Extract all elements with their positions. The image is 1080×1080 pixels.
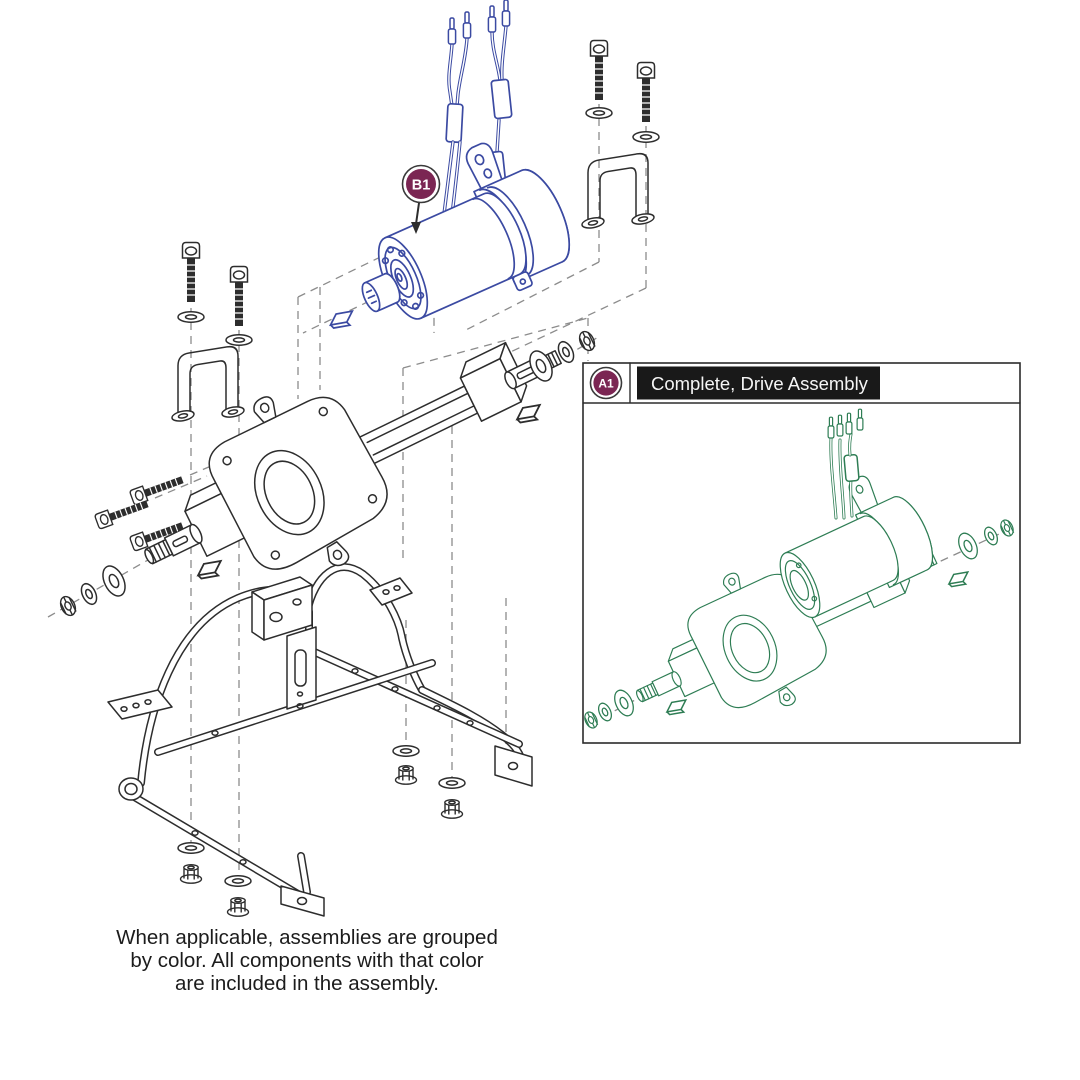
flange-nut-icon	[440, 799, 464, 819]
washer-icon	[392, 745, 420, 757]
screw-icon	[128, 471, 186, 506]
screw-icon	[229, 265, 249, 327]
motor-key-icon	[326, 307, 358, 333]
inset-complete-assembly: Complete, Drive Assembly A1	[581, 362, 1021, 744]
frame-right-wing-tab	[369, 577, 413, 606]
a1-badge-label: A1	[598, 377, 614, 391]
axle-nut-icon	[575, 328, 599, 354]
color-grouping-caption: When applicable, assemblies are grouped …	[116, 926, 498, 995]
wire-terminal-icon	[487, 5, 497, 33]
axle-nut-icon	[56, 593, 80, 619]
frame-axle-saddle	[251, 576, 317, 710]
frame-tube-end-cap	[118, 777, 144, 801]
assembled-motor-wires	[827, 408, 864, 520]
caption-line-3: are included in the assembly.	[175, 972, 439, 995]
flange-nut-icon	[179, 864, 203, 884]
callout-a1[interactable]: A1	[589, 366, 623, 400]
large-washer-icon	[97, 561, 131, 601]
frame-left-wing-tab	[107, 689, 173, 720]
a1-badge	[593, 370, 619, 396]
wire-terminal-icon	[845, 412, 853, 435]
frame-rail-holes	[191, 668, 474, 865]
inset-title: Complete, Drive Assembly	[651, 373, 869, 394]
wire-terminal-icon	[827, 416, 835, 439]
screw-icon	[589, 39, 609, 101]
washer-icon	[225, 334, 253, 346]
assembled-motor	[779, 475, 934, 619]
small-washer-icon	[77, 580, 101, 608]
washer-icon	[438, 777, 466, 789]
washer-icon	[632, 131, 660, 143]
frame-feet	[280, 745, 533, 917]
gearbox-transaxle	[56, 328, 599, 619]
axle-key-icon	[513, 400, 546, 428]
callout-b1[interactable]: B1	[401, 164, 441, 235]
b1-badge	[406, 169, 436, 199]
wire-terminal-icon	[462, 11, 472, 39]
u-bracket-icon	[171, 343, 245, 428]
wire-terminal-icon	[856, 408, 864, 431]
u-bracket-icon	[581, 150, 655, 235]
right-bracket-hardware	[581, 39, 660, 235]
wire-terminal-icon	[501, 0, 511, 27]
washer-icon	[177, 311, 205, 323]
drive-motor	[377, 142, 571, 320]
b1-badge-label: B1	[412, 178, 431, 194]
flange-nut-icon	[226, 897, 250, 917]
washer-icon	[224, 875, 252, 887]
caption-line-1: When applicable, assemblies are grouped	[116, 926, 498, 949]
frame-mounting-hardware	[177, 745, 466, 917]
motor-coupling	[361, 272, 401, 313]
frame-weldment	[107, 563, 533, 917]
axle-key-icon	[194, 556, 227, 584]
screw-icon	[181, 241, 201, 303]
washer-icon	[177, 842, 205, 854]
callout-arrow-icon	[411, 222, 421, 234]
wire-terminal-icon	[836, 414, 844, 437]
caption-line-2: by color. All components with that color	[130, 949, 483, 972]
inset-title-bar	[637, 366, 880, 400]
complete-drive-assembly-drawing	[581, 408, 1017, 731]
flange-nut-icon	[394, 765, 418, 785]
wire-terminal-icon	[447, 17, 457, 45]
washer-icon	[585, 107, 613, 119]
screw-icon	[636, 61, 656, 123]
left-bracket-hardware	[171, 241, 253, 428]
motor-assembly-b1: B1	[326, 0, 571, 333]
left-axle-hardware	[56, 556, 227, 619]
